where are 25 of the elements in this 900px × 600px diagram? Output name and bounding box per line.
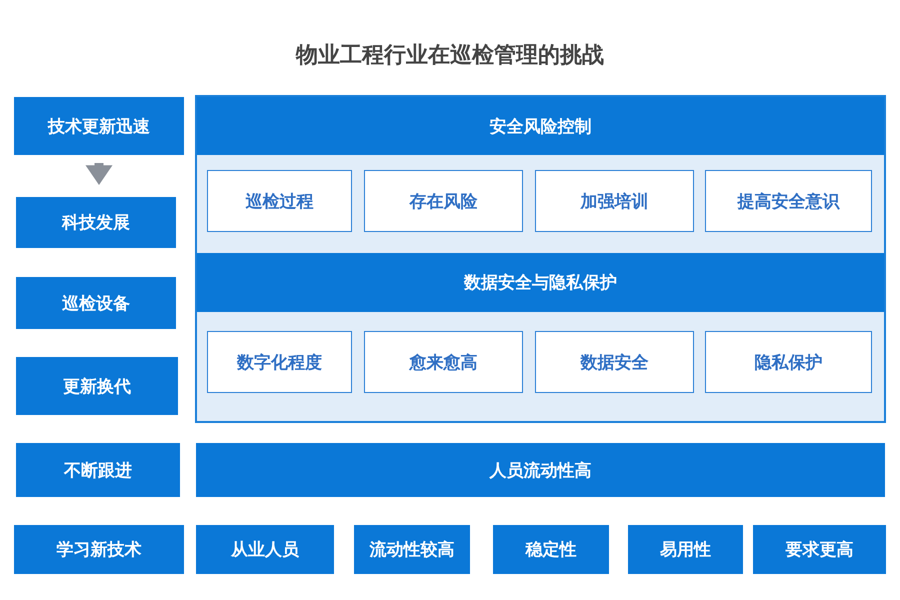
item-box: 隐私保护 (705, 331, 872, 393)
arrow (86, 163, 112, 185)
category-box: 更新换代 (16, 357, 178, 415)
band-box: 安全风险控制 (197, 97, 884, 155)
band-box: 数据安全与隐私保护 (197, 253, 884, 312)
item-box: 巡检过程 (207, 170, 352, 232)
category-box: 稳定性 (493, 525, 609, 574)
category-box: 不断跟进 (16, 443, 180, 497)
item-box: 愈来愈高 (364, 331, 523, 393)
category-box: 易用性 (628, 525, 743, 574)
item-box: 数据安全 (535, 331, 694, 393)
category-box: 要求更高 (753, 525, 886, 574)
title: 物业工程行业在巡检管理的挑战 (294, 42, 605, 70)
item-box: 加强培训 (535, 170, 694, 232)
category-box: 科技发展 (16, 197, 176, 248)
item-box: 数字化程度 (207, 331, 352, 393)
category-box: 技术更新迅速 (14, 97, 184, 155)
item-box: 存在风险 (364, 170, 523, 232)
category-box: 巡检设备 (16, 277, 176, 329)
category-box: 流动性较高 (354, 525, 470, 574)
panel-background (195, 95, 886, 423)
category-box: 学习新技术 (14, 525, 184, 574)
item-box: 提高安全意识 (705, 170, 872, 232)
category-box: 从业人员 (196, 525, 334, 574)
band-box: 人员流动性高 (196, 443, 885, 497)
